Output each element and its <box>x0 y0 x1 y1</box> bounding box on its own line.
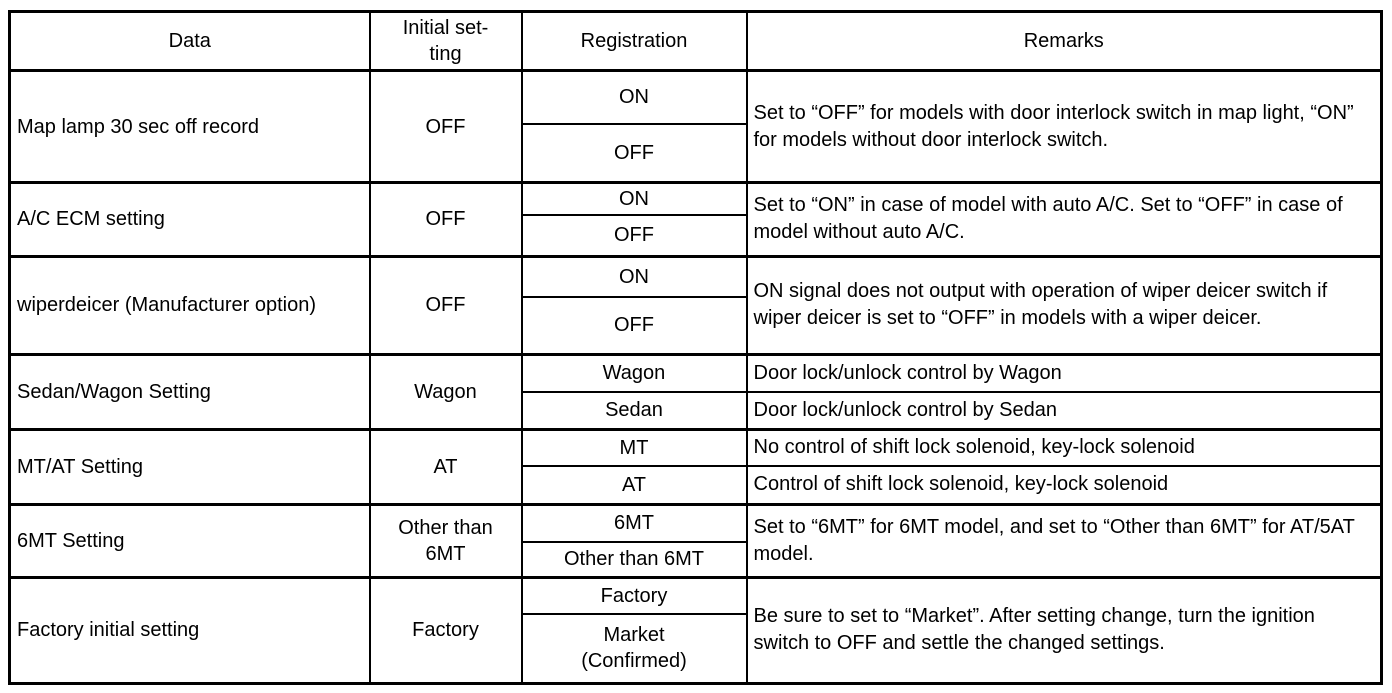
table-row: wiperdeicer (Manufacturer option) OFF ON… <box>8 254 1383 355</box>
data-cell: Sedan/Wagon Setting <box>8 352 371 430</box>
registration-option-cell: Sedan <box>520 391 748 430</box>
data-cell: 6MT Setting <box>8 502 371 578</box>
registration-option-cell: OFF <box>520 122 748 184</box>
table-header-row: Data Initial set- ting Registration Rema… <box>8 10 1383 72</box>
initial-setting-cell: Wagon <box>368 352 523 430</box>
registration-option-cell: MT <box>520 427 748 467</box>
table-subrow: Market (Confirmed) <box>10 613 1382 684</box>
registration-option-cell: Market (Confirmed) <box>520 613 748 684</box>
initial-setting-cell: OFF <box>368 181 523 257</box>
registration-option-cell: 6MT <box>520 502 748 543</box>
settings-table: Data Initial set- ting Registration Rema… <box>8 10 1383 685</box>
table-row: Map lamp 30 sec off record OFF ON Set to… <box>8 69 1383 184</box>
initial-setting-cell: Other than 6MT <box>368 502 523 578</box>
table-row: MT/AT Setting AT MT No control of shift … <box>8 427 1383 505</box>
registration-option-cell: ON <box>520 254 748 298</box>
remarks-cell: Set to “6MT” for 6MT model, and set to “… <box>745 502 1383 578</box>
registration-option-cell: Wagon <box>520 352 748 393</box>
remarks-cell: Door lock/unlock control by Sedan <box>745 391 1383 430</box>
remarks-cell: Set to “OFF” for models with door interl… <box>745 69 1383 184</box>
registration-option-cell: AT <box>520 465 748 505</box>
remarks-cell: Set to “ON” in case of model with auto A… <box>745 181 1383 257</box>
table-subrow: OFF <box>10 122 1382 184</box>
remarks-cell: ON signal does not output with operation… <box>745 254 1383 355</box>
initial-setting-cell: OFF <box>368 254 523 355</box>
table-subrow: Sedan Door lock/unlock control by Sedan <box>10 391 1383 430</box>
initial-setting-cell: OFF <box>368 69 523 184</box>
table-row: A/C ECM setting OFF ON Set to “ON” in ca… <box>8 181 1383 257</box>
col-header-initial-setting: Initial set- ting <box>368 10 523 72</box>
page: Data Initial set- ting Registration Rema… <box>8 10 1383 685</box>
registration-option-cell: ON <box>520 69 748 125</box>
data-cell: A/C ECM setting <box>8 181 371 257</box>
registration-option-cell: Factory <box>520 575 748 615</box>
registration-option-cell: Other than 6MT <box>520 541 748 578</box>
table-subrow: AT Control of shift lock solenoid, key-l… <box>10 465 1383 505</box>
data-cell: Factory initial setting <box>8 575 371 684</box>
col-header-remarks: Remarks <box>745 10 1383 72</box>
table-row: 6MT Setting Other than 6MT 6MT Set to “6… <box>8 502 1383 578</box>
table-subrow: OFF <box>10 214 1382 257</box>
table-row: Factory initial setting Factory Factory … <box>8 575 1383 684</box>
registration-option-cell: ON <box>520 181 748 216</box>
initial-setting-cell: AT <box>368 427 523 505</box>
registration-option-cell: OFF <box>520 296 748 355</box>
remarks-cell: Control of shift lock solenoid, key-lock… <box>745 465 1383 505</box>
col-header-data: Data <box>8 10 371 72</box>
remarks-cell: Door lock/unlock control by Wagon <box>745 352 1383 393</box>
table-subrow: OFF <box>10 296 1382 355</box>
data-cell: Map lamp 30 sec off record <box>8 69 371 184</box>
remarks-cell: Be sure to set to “Market”. After settin… <box>745 575 1383 684</box>
table-subrow: Other than 6MT <box>10 541 1382 578</box>
data-cell: wiperdeicer (Manufacturer option) <box>8 254 371 355</box>
initial-setting-cell: Factory <box>368 575 523 684</box>
table-row: Sedan/Wagon Setting Wagon Wagon Door loc… <box>8 352 1383 430</box>
registration-option-cell: OFF <box>520 214 748 257</box>
data-cell: MT/AT Setting <box>8 427 371 505</box>
col-header-registration: Registration <box>520 10 748 72</box>
remarks-cell: No control of shift lock solenoid, key-l… <box>745 427 1383 467</box>
